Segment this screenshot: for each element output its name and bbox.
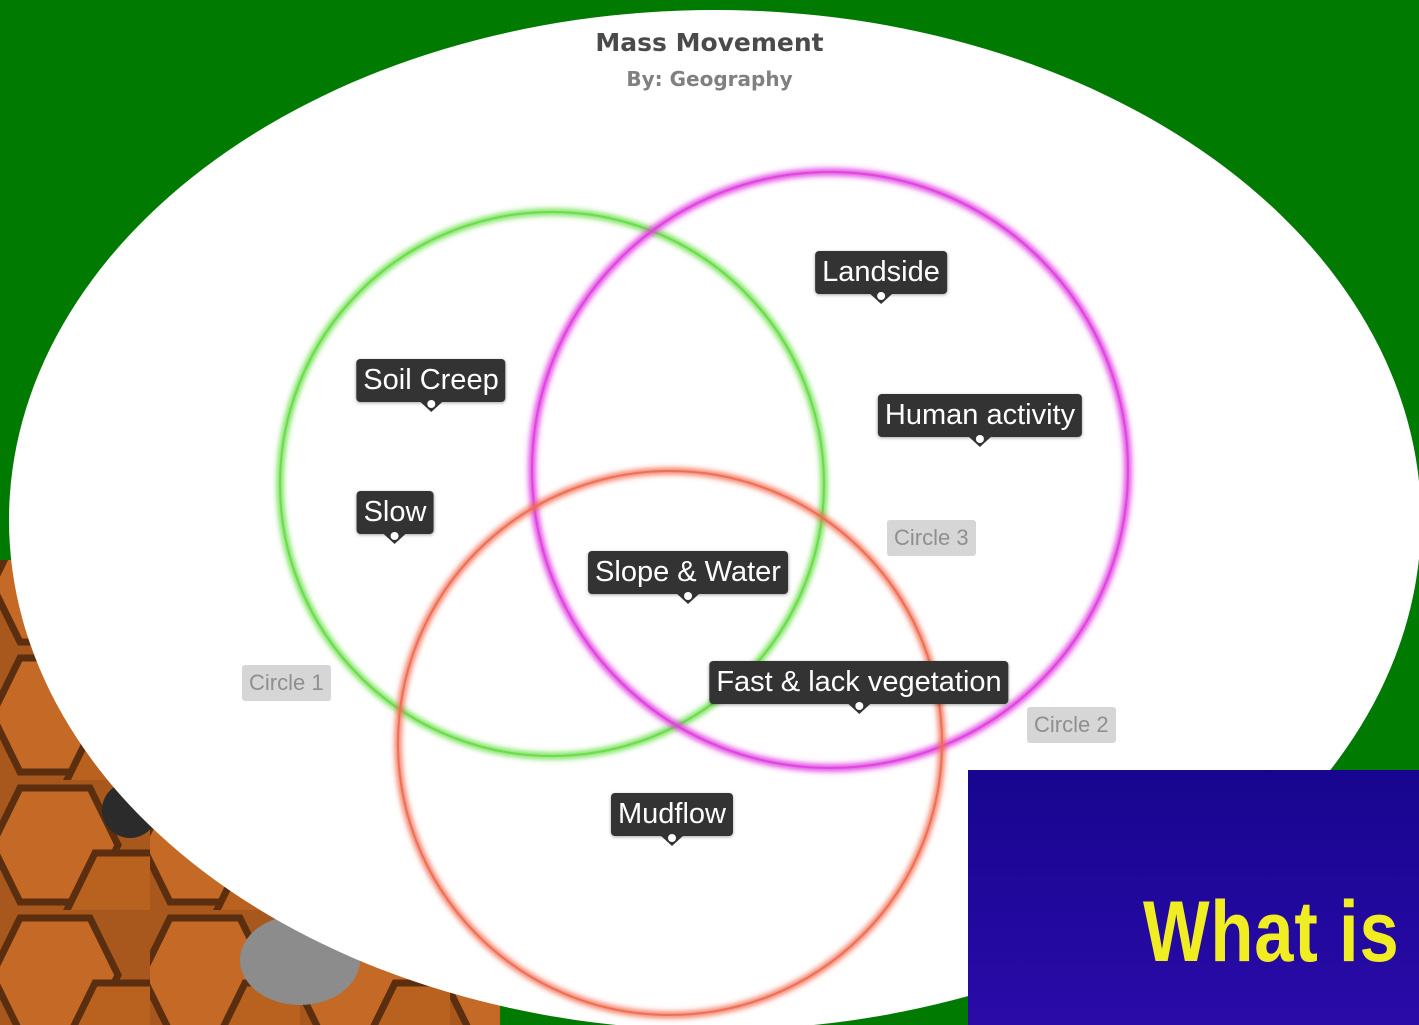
pin-pointer-icon [846,702,871,714]
diagram-subtitle: By: Geography [626,67,793,91]
pin-text: Soil Creep [356,359,506,402]
pin-text: Slow [356,491,434,534]
circle-1-label[interactable]: Circle 1 [242,665,331,701]
label-pin-fast-lack-vegetation[interactable]: Fast & lack vegetation [709,661,1009,714]
venn-circles [277,168,1132,1018]
pin-pointer-icon [676,592,700,604]
circle-1-ring-core [279,211,825,757]
pin-pointer-icon [419,400,443,412]
circle-2-ring-core [531,171,1129,769]
pin-pointer-icon [967,435,992,447]
diagram-title: Mass Movement [595,28,824,57]
pin-text: Landside [815,251,947,294]
pin-text: Mudflow [611,793,733,836]
pin-text: Fast & lack vegetation [709,661,1009,704]
label-pin-landside[interactable]: Landside [815,251,947,304]
label-pin-soil-creep[interactable]: Soil Creep [356,359,506,412]
pin-pointer-icon [660,834,684,846]
circle-3-ring-core [397,470,943,1016]
next-slide-thumbnail: What is [968,770,1419,1025]
pin-pointer-icon [382,532,407,544]
circle-2-label[interactable]: Circle 2 [1027,707,1116,743]
label-pin-slow[interactable]: Slow [356,491,434,544]
pin-text: Human activity [877,394,1083,437]
pin-pointer-icon [869,292,893,304]
label-pin-slope-water[interactable]: Slope & Water [588,551,788,604]
pin-text: Slope & Water [588,551,788,594]
slide-heading: What is [1143,884,1400,980]
label-pin-mudflow[interactable]: Mudflow [611,793,733,846]
circle-3-label[interactable]: Circle 3 [887,520,976,556]
label-pin-human-activity[interactable]: Human activity [877,394,1083,447]
